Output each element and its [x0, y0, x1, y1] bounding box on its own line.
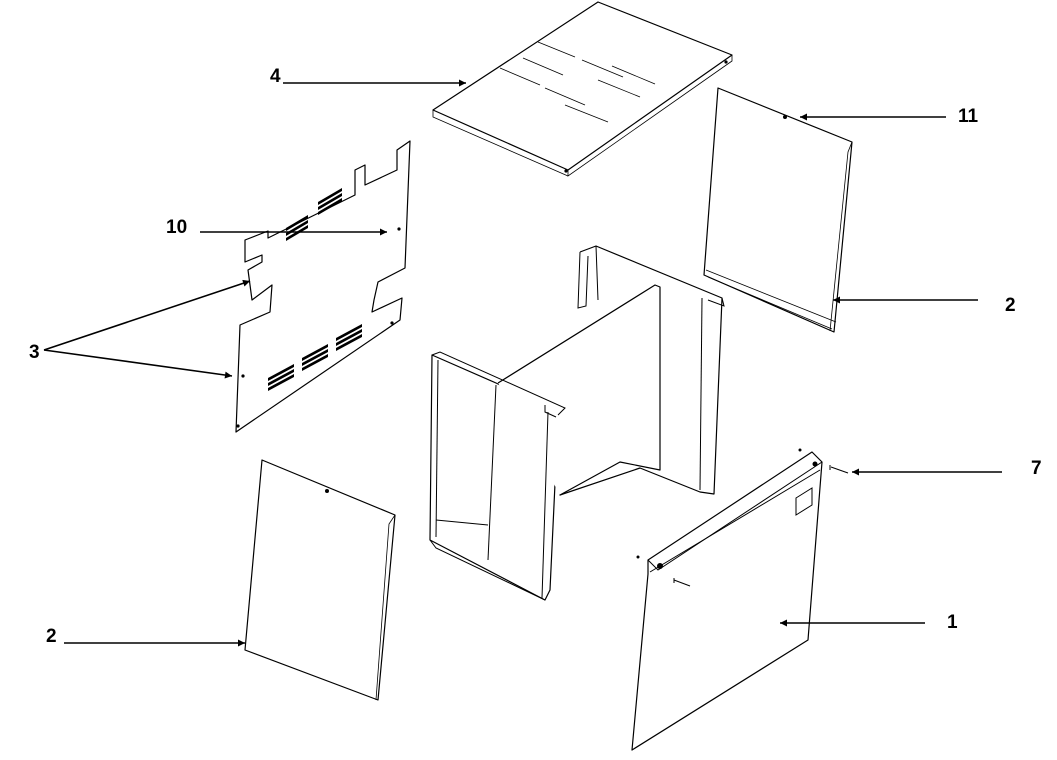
left-side-panel	[244, 459, 396, 701]
callout-3: 3	[29, 342, 40, 363]
leader-lines	[43, 79, 1002, 647]
rear-vented-panel	[235, 140, 411, 433]
callout-11: 11	[958, 106, 979, 127]
top-cover-panel	[432, 1, 733, 177]
callout-2-right: 2	[1005, 295, 1016, 316]
chassis-frame	[429, 245, 725, 601]
front-panel	[631, 448, 849, 751]
leader-3a	[43, 279, 251, 351]
vent-slots	[268, 188, 362, 391]
callout-7: 7	[1031, 458, 1042, 479]
callout-2-left: 2	[46, 626, 57, 647]
callout-4: 4	[270, 66, 281, 87]
callout-1: 1	[947, 612, 958, 633]
callout-10: 10	[166, 217, 187, 238]
screw	[673, 578, 691, 587]
leader-3b	[43, 349, 233, 379]
screw-part-7	[829, 465, 849, 474]
right-side-panel	[703, 87, 853, 333]
callout-labels: 4 11 10 3 2 7 2 1	[29, 66, 1042, 647]
